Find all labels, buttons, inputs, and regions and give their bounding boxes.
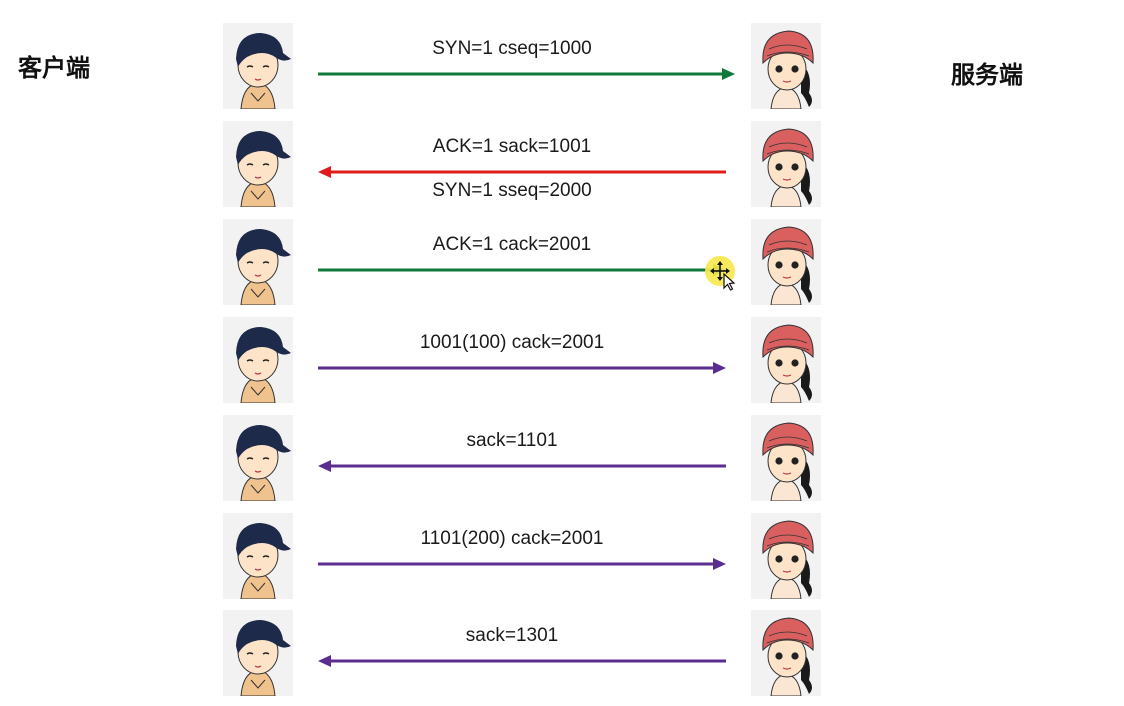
message-label: ACK=1 sack=1001 xyxy=(432,136,592,157)
message-label: ACK=1 cack=2001 xyxy=(432,234,592,255)
server-avatar-icon xyxy=(751,513,821,599)
client-avatar-icon xyxy=(223,121,293,207)
server-avatar-icon xyxy=(751,121,821,207)
server-avatar-icon xyxy=(751,219,821,305)
client-label: 客户端 xyxy=(18,54,90,82)
server-avatar-icon xyxy=(751,23,821,109)
client-avatar-icon xyxy=(223,23,293,109)
message-label: sack=1101 xyxy=(466,430,558,451)
message-label: SYN=1 sseq=2000 xyxy=(432,180,592,201)
client-avatar-icon xyxy=(223,219,293,305)
server-label: 服务端 xyxy=(951,61,1023,89)
message-label: 1101(200) cack=2001 xyxy=(420,528,604,549)
message-label: SYN=1 cseq=1000 xyxy=(432,38,592,59)
move-cursor-icon xyxy=(704,255,740,291)
client-avatar-icon xyxy=(223,513,293,599)
message-label: sack=1301 xyxy=(465,625,559,646)
client-avatar-icon xyxy=(223,415,293,501)
server-avatar-icon xyxy=(751,317,821,403)
server-avatar-icon xyxy=(751,610,821,696)
client-avatar-icon xyxy=(223,610,293,696)
server-avatar-icon xyxy=(751,415,821,501)
client-avatar-icon xyxy=(223,317,293,403)
message-label: 1001(100) cack=2001 xyxy=(419,332,605,353)
